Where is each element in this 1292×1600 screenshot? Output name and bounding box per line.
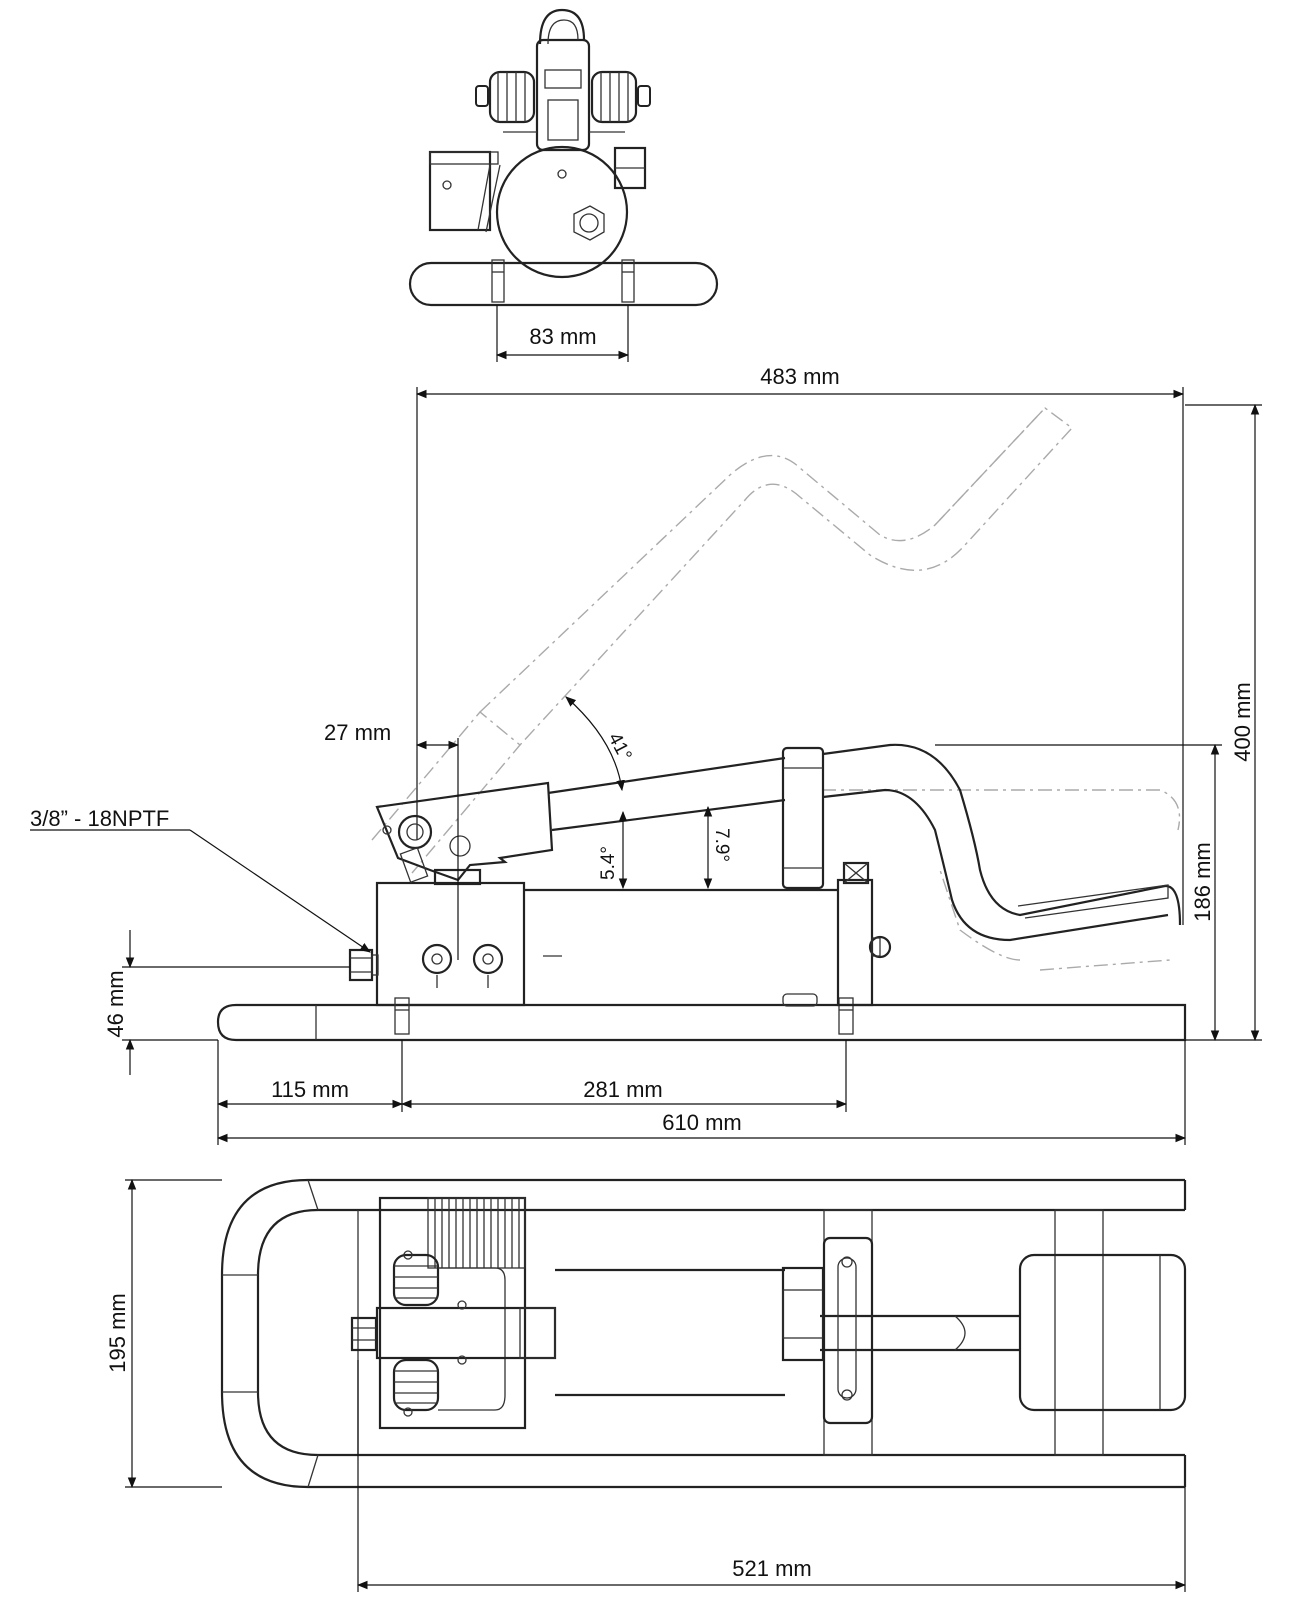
label-thread: 3/8” - 18NPTF [30,806,169,831]
dim-27: 27 mm [324,720,460,960]
top-view [220,1178,1187,1489]
label-angle-41: 41° [604,729,636,764]
label-281mm: 281 mm [583,1077,662,1102]
spring-left [475,70,536,124]
label-angle-5-4: 5.4° [598,846,619,880]
label-27mm: 27 mm [324,720,391,745]
base-plate [216,1003,1187,1042]
angle-7-9: 7.9° [703,805,732,890]
label-angle-7-9: 7.9° [711,828,732,862]
label-83mm: 83 mm [529,324,596,349]
spring-right [590,70,651,124]
label-483mm: 483 mm [760,364,839,389]
pump-block [348,881,854,1035]
label-610mm: 610 mm [662,1110,741,1135]
angle-5-4: 5.4° [598,810,628,890]
dim-195: 195 mm [105,1178,222,1489]
front-view [408,8,719,307]
spring-bottom [392,1358,440,1412]
dim-46: 46 mm [103,930,350,1075]
label-400mm: 400 mm [1230,682,1255,761]
dim-83: 83 mm [495,305,630,362]
thread-callout: 3/8” - 18NPTF [30,806,371,953]
label-186mm: 186 mm [1190,842,1215,921]
label-46mm: 46 mm [103,970,128,1037]
raised-handle-ghost [371,407,1181,971]
label-521mm: 521 mm [732,1556,811,1581]
fins [427,1197,526,1269]
dim-521: 521 mm [356,1360,1187,1592]
upright-bracket [836,861,892,1007]
dim-bottom-side: 115 mm 281 mm 610 mm [216,1040,1187,1145]
spring-top [392,1253,440,1307]
angle-41: 41° [565,696,636,792]
label-115mm: 115 mm [271,1077,349,1102]
dim-483: 483 mm [415,364,1185,925]
dim-400: 400 mm [1185,403,1262,1042]
label-195mm: 195 mm [105,1293,130,1372]
pedal-lever [375,743,1182,942]
dim-186: 186 mm [935,743,1222,1042]
